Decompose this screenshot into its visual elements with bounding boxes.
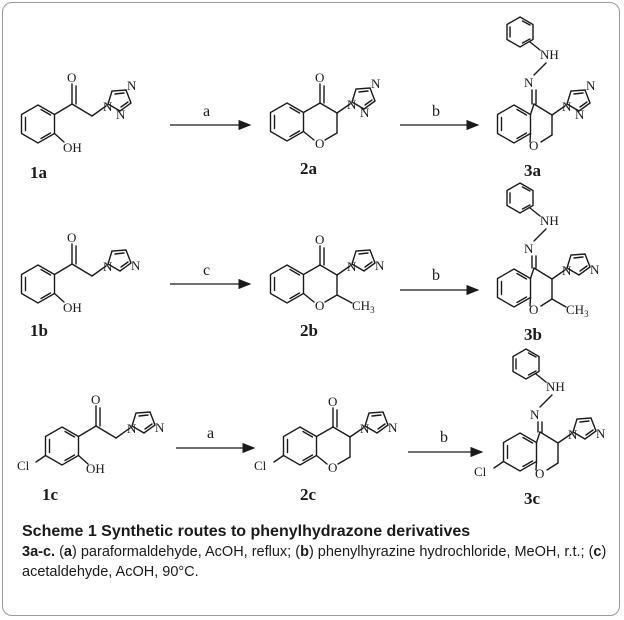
atom-label: N — [131, 258, 141, 273]
atom-label: O — [535, 466, 544, 481]
reaction-scheme: O N N N OH 1a a O O N N N 2a b NH N — [17, 16, 606, 508]
atom-label: N — [375, 258, 385, 273]
figure-caption: Scheme 1 Synthetic routes to phenylhydra… — [22, 523, 607, 580]
atom-label: N — [590, 262, 600, 277]
structure-3b: NH N O N N CH3 3b — [496, 182, 600, 344]
caption-text: ) paraformaldehyde, AcOH, reflux; ( — [72, 544, 301, 560]
atom-label: O — [315, 70, 324, 85]
atom-label: N — [127, 421, 137, 436]
atom-label: O — [315, 136, 324, 151]
structure-2a: O O N N N 2a — [269, 70, 381, 178]
compound-label: 1c — [42, 485, 59, 504]
caption-title: Scheme 1 Synthetic routes to phenylhydra… — [22, 523, 471, 540]
atom-label: N — [103, 99, 113, 114]
atom-label: N — [347, 259, 357, 274]
reagent-label: b — [432, 267, 440, 284]
caption-key: c — [593, 544, 602, 560]
atom-label: N — [586, 78, 596, 93]
atom-label: N — [155, 420, 165, 435]
caption-key: b — [300, 544, 309, 560]
atom-label: O — [529, 138, 538, 153]
atom-label: O — [91, 392, 100, 407]
atom-label: O — [67, 230, 76, 245]
atom-label: NH — [540, 47, 559, 62]
reagent-label: b — [440, 429, 448, 446]
atom-label: N — [388, 420, 398, 435]
atom-label: OH — [63, 300, 82, 315]
atom-label: Cl — [254, 458, 267, 473]
atom-label: N — [360, 105, 370, 120]
reagent-label: c — [203, 262, 210, 279]
reagent-label: a — [207, 425, 214, 442]
reagent-label: a — [203, 103, 210, 120]
atom-label: N — [562, 263, 572, 278]
compound-label: 1a — [30, 163, 48, 182]
compound-label: 2c — [300, 485, 317, 504]
atom-label: N — [116, 107, 126, 122]
atom-label: O — [315, 232, 324, 247]
atom-label: N — [360, 421, 370, 436]
structure-1a: O N N N OH 1a — [20, 70, 137, 182]
structure-3a: NH N O N N N 3a — [496, 16, 596, 180]
atom-label: O — [328, 460, 337, 475]
atom-label: NH — [546, 379, 565, 394]
atom-label: OH — [63, 140, 82, 155]
atom-label: N — [127, 78, 137, 93]
structure-2b: O O N N CH3 2b — [269, 232, 385, 340]
atom-label: O — [67, 70, 76, 85]
atom-label: N — [347, 97, 357, 112]
compound-label: 2b — [300, 321, 318, 340]
atom-label: N — [568, 427, 578, 442]
atom-label: N — [524, 241, 534, 256]
caption-key: a — [63, 544, 72, 560]
caption-text: ) acetaldehyde, AcOH, 90°C. — [22, 544, 607, 580]
caption-text: ) phenylhyrazine hydrochloride, MeOH, r.… — [308, 544, 594, 560]
compound-label: 2a — [300, 159, 318, 178]
structure-2c: O O N N Cl 2c — [254, 394, 398, 504]
atom-label: O — [315, 298, 324, 313]
compound-label: 3c — [524, 489, 541, 508]
compound-label: 3b — [524, 325, 542, 344]
atom-label: O — [328, 394, 337, 409]
atom-label: Cl — [17, 458, 30, 473]
compound-label: 3a — [524, 161, 542, 180]
structure-1c: O N N OH Cl 1c — [17, 392, 165, 504]
reagent-label: b — [432, 103, 440, 120]
atom-label: N — [530, 407, 540, 422]
atom-label: N — [562, 99, 572, 114]
atom-label: O — [529, 302, 538, 317]
atom-label: N — [596, 426, 606, 441]
caption-compounds: 3a-c. — [22, 544, 56, 560]
atom-label: N — [575, 107, 585, 122]
atom-label: CH3 — [566, 302, 589, 319]
structure-1b: O N N OH 1b — [20, 230, 141, 340]
atom-label: N — [371, 76, 381, 91]
atom-label: NH — [540, 213, 559, 228]
compound-label: 1b — [30, 321, 48, 340]
atom-label: OH — [86, 461, 105, 476]
atom-label: N — [524, 75, 534, 90]
atom-label: N — [103, 259, 113, 274]
atom-label: Cl — [474, 464, 487, 479]
atom-label: CH3 — [352, 298, 375, 315]
structure-3c: NH N O N N Cl 3c — [474, 348, 606, 508]
